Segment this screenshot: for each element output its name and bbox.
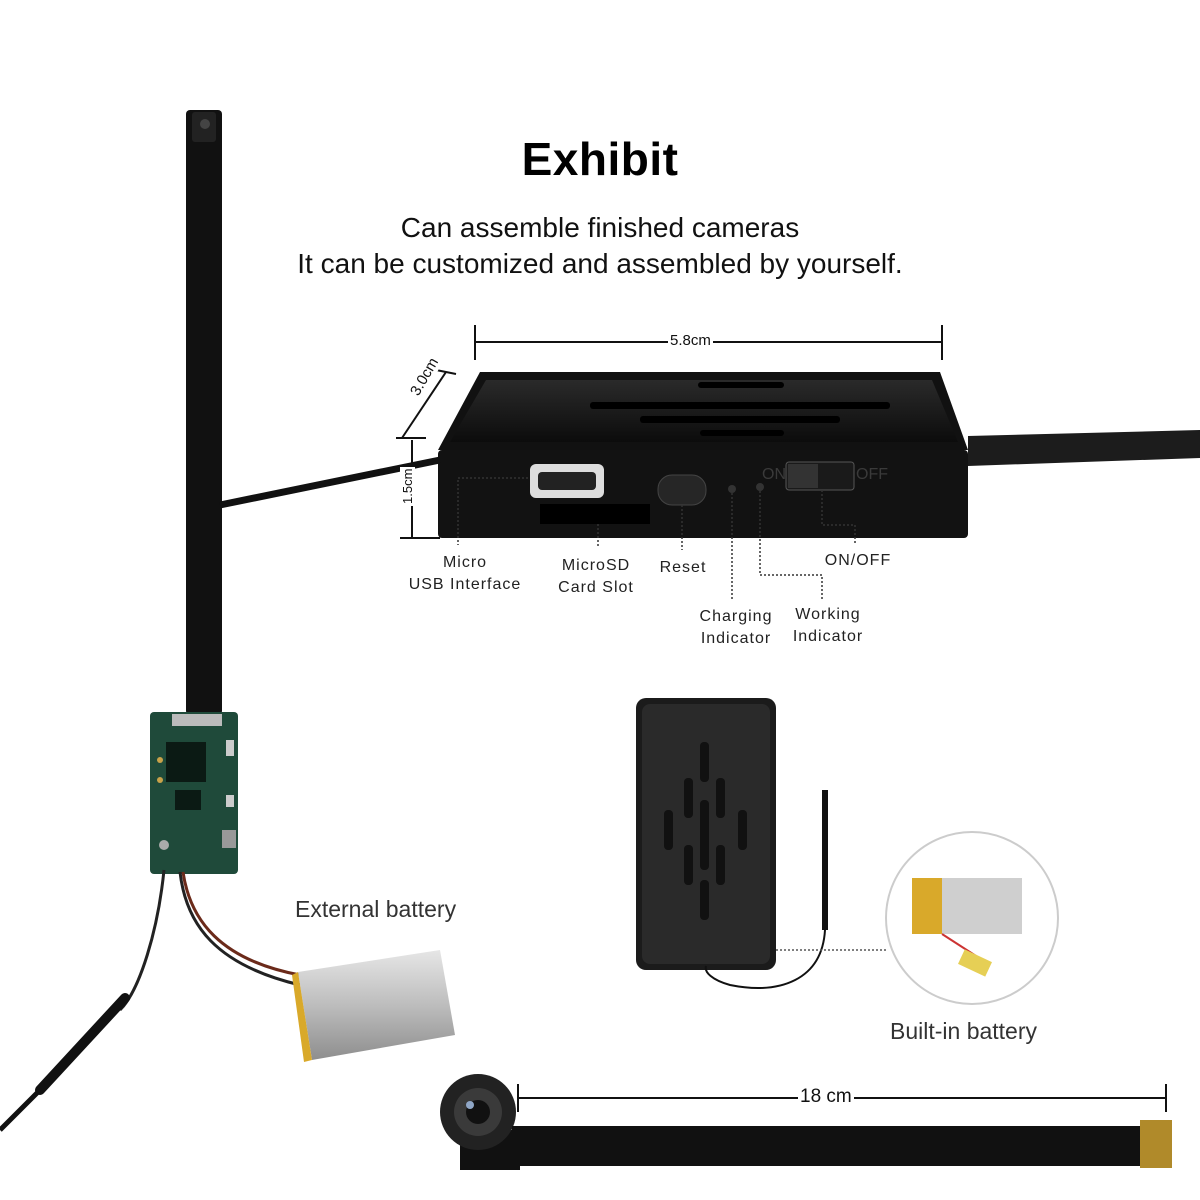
charging-indicator-label: Charging Indicator	[692, 606, 780, 650]
housing-box	[636, 698, 888, 989]
subtitle-line-1: Can assemble finished cameras	[400, 212, 800, 243]
flex-cable-horizontal	[512, 1120, 1172, 1168]
micro-usb-label: Micro USB Interface	[398, 552, 532, 596]
external-battery-label: External battery	[295, 896, 457, 922]
microsd-label: MicroSD Card Slot	[546, 555, 646, 599]
charging-label-line1: Charging	[699, 608, 773, 625]
builtin-battery-label: Built-in battery	[890, 1018, 1038, 1044]
callout-lines	[457, 477, 856, 600]
micro-usb-label-line2: USB Interface	[408, 576, 522, 593]
flex-cable-vertical	[186, 110, 222, 715]
working-label-line1: Working	[795, 606, 861, 623]
reset-label: Reset	[659, 559, 707, 576]
micro-usb-label-line1: Micro	[442, 554, 488, 571]
cable-length-label: 18 cm	[798, 1086, 854, 1108]
switch-off-mark: OFF	[856, 466, 888, 483]
camera-pcb	[150, 712, 238, 874]
builtin-battery-inset	[885, 831, 1059, 1005]
lens-module	[440, 1074, 520, 1170]
external-battery	[292, 950, 455, 1062]
page-title: Exhibit	[521, 133, 679, 185]
width-dimension-label: 5.8cm	[668, 332, 713, 349]
microsd-label-line2: Card Slot	[558, 579, 634, 596]
subtitle-line-2: It can be customized and assembled by yo…	[297, 248, 903, 279]
working-indicator-label: Working Indicator	[786, 604, 870, 648]
on-off-label: ON/OFF	[824, 552, 892, 569]
switch-on-mark: ON	[762, 466, 786, 483]
charging-label-line2: Indicator	[700, 630, 772, 647]
height-dimension-label: 1.5cm	[400, 466, 415, 506]
microsd-label-line1: MicroSD	[561, 557, 631, 574]
working-label-line2: Indicator	[792, 628, 864, 645]
camera-case	[219, 372, 1200, 538]
